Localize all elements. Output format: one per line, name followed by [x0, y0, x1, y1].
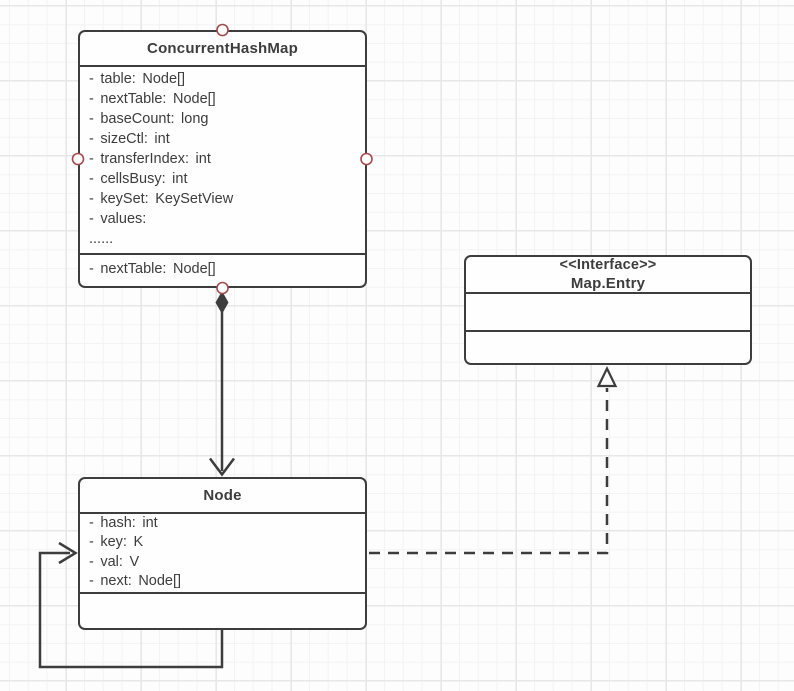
attribute-line: - table: Node[] [89, 71, 186, 87]
attribute-line: - baseCount: long [89, 111, 209, 127]
attribute-line: - nextTable: Node[] [89, 91, 216, 107]
attribute-line: - sizeCtl: int [89, 131, 170, 147]
open-arrowhead-right [58, 541, 78, 565]
realization-edge-node-to-mapentry[interactable] [369, 365, 618, 555]
attribute-line: - transferIndex: int [89, 151, 211, 167]
attribute-line: - cellsBusy: int [89, 171, 188, 187]
class-title-concurrenthashmap: ConcurrentHashMap [147, 40, 298, 57]
methods-section-empty [466, 330, 750, 363]
attribute-line: - hash: int [89, 514, 158, 531]
attributes-section: - table: Node[] - nextTable: Node[] - ba… [80, 65, 365, 253]
attribute-line: - next: Node[] [89, 573, 182, 589]
composition-diamond [215, 291, 229, 314]
extra-section: - nextTable: Node[] [80, 252, 365, 287]
attributes-section-empty [466, 292, 750, 330]
class-box-node[interactable]: Node - hash: int - key: K - val: V - nex… [78, 477, 367, 630]
attribute-line: - values: [89, 211, 147, 227]
composition-edge-chm-to-node[interactable] [209, 291, 235, 477]
open-arrowhead-down [209, 457, 235, 477]
attribute-line: - key: K [89, 534, 144, 550]
class-title-node: Node [203, 486, 242, 504]
attribute-line: - val: V [89, 553, 140, 570]
edge-shaft [369, 388, 609, 555]
class-title-mapentry: Map.Entry [570, 275, 646, 292]
interface-stereotype: <<Interface>> [559, 257, 657, 273]
attribute-line: - nextTable: Node[] [89, 260, 216, 277]
methods-section-empty [80, 591, 365, 629]
attributes-section: - hash: int - key: K - val: V - next: No… [80, 511, 365, 592]
class-box-concurrenthashmap[interactable]: ConcurrentHashMap - table: Node[] - next… [78, 30, 367, 288]
attribute-line: - keySet: KeySetView [89, 191, 234, 207]
class-box-mapentry[interactable]: <<Interface>> Map.Entry [464, 255, 752, 365]
attribute-line: ...... [89, 231, 114, 247]
interface-header: <<Interface>> Map.Entry [466, 257, 750, 292]
hollow-triangle-arrowhead-up [596, 365, 618, 388]
